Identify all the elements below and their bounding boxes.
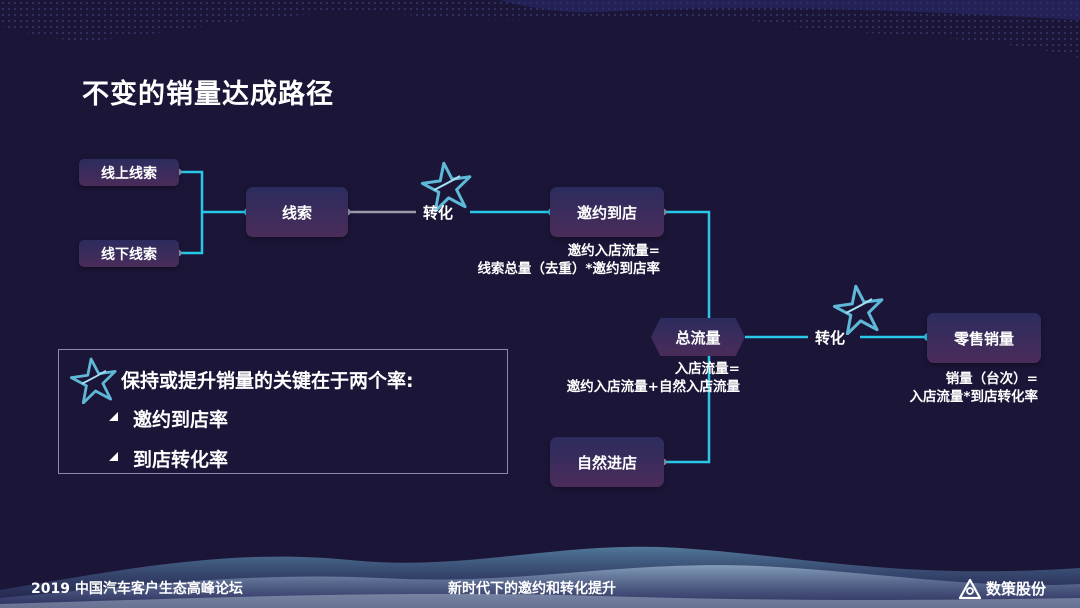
convert-label-traffic: 转化 bbox=[815, 329, 846, 347]
star-icon bbox=[420, 161, 472, 212]
key-factor-item: 到店转化率 bbox=[133, 449, 229, 471]
formula-invited-line2: 线索总量（去重）*邀约到店率 bbox=[477, 261, 660, 277]
key-factors-box: 保持或提升销量的关键在于两个率: 邀约到店率 到店转化率 bbox=[58, 349, 508, 474]
formula-sales-line1: 销量（台次）= bbox=[945, 371, 1038, 387]
formula-traffic-line2: 邀约入店流量+自然入店流量 bbox=[566, 379, 740, 395]
formula-sales-line2: 入店流量*到店转化率 bbox=[909, 389, 1038, 405]
convert-label-leads: 转化 bbox=[423, 204, 454, 222]
node-natural-walk-in: 自然进店 bbox=[550, 437, 664, 487]
formula-sales: 销量（台次）= 入店流量*到店转化率 bbox=[878, 370, 1038, 406]
node-online-leads: 线上线索 bbox=[79, 159, 179, 186]
bullet-triangle-icon bbox=[109, 412, 118, 421]
formula-invited-line1: 邀约入店流量= bbox=[567, 243, 660, 259]
star-icon bbox=[69, 357, 117, 404]
formula-store-traffic: 入店流量= 邀约入店流量+自然入店流量 bbox=[530, 360, 740, 396]
node-invited-to-store: 邀约到店 bbox=[550, 187, 664, 237]
page-title: 不变的销量达成路径 bbox=[82, 79, 334, 110]
bullet-triangle-icon bbox=[109, 452, 118, 461]
node-leads: 线索 bbox=[246, 187, 348, 237]
node-retail-sales: 零售销量 bbox=[927, 313, 1041, 363]
footer-forum: 2019 中国汽车客户生态高峰论坛 bbox=[31, 581, 243, 597]
star-icon bbox=[832, 284, 884, 335]
node-total-traffic: 总流量 bbox=[651, 318, 745, 356]
formula-traffic-line1: 入店流量= bbox=[674, 361, 740, 377]
footer-topic: 新时代下的邀约和转化提升 bbox=[448, 581, 616, 597]
brand-logo-icon bbox=[958, 578, 982, 600]
key-factors-heading: 保持或提升销量的关键在于两个率: bbox=[121, 370, 414, 392]
formula-invited-traffic: 邀约入店流量= 线索总量（去重）*邀约到店率 bbox=[440, 242, 660, 278]
key-factor-item: 邀约到店率 bbox=[133, 409, 229, 431]
node-offline-leads: 线下线索 bbox=[79, 240, 179, 267]
footer-brand: 数策股份 bbox=[986, 580, 1047, 598]
